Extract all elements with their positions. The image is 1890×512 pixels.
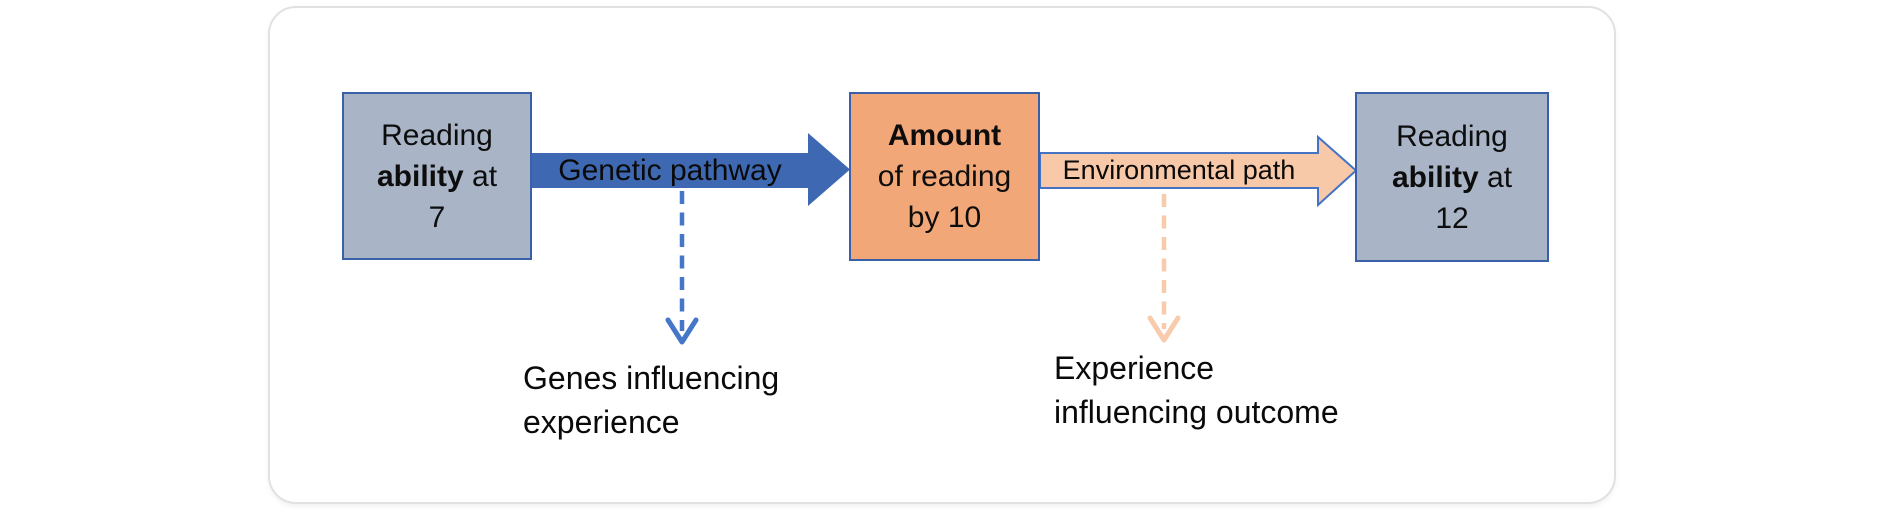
caption1-line2: experience bbox=[523, 404, 680, 440]
node3-line2-bold: ability bbox=[1391, 160, 1479, 194]
caption2-line2: influencing outcome bbox=[1054, 394, 1339, 430]
node-text: Reading ability at 7 bbox=[377, 115, 497, 238]
node3-line3: 12 bbox=[1435, 201, 1469, 235]
environmental-path-label: Environmental path bbox=[1062, 155, 1296, 185]
node3-line2-rest: at bbox=[1478, 160, 1513, 194]
node3-line1: Reading bbox=[1396, 119, 1508, 153]
node2-line1-bold: Amount bbox=[887, 119, 1002, 152]
node1-line2-rest: at bbox=[463, 159, 498, 193]
genetic-pathway-label: Genetic pathway bbox=[558, 153, 782, 187]
node-text: Reading ability at 12 bbox=[1392, 116, 1512, 239]
node-reading-ability-12: Reading ability at 12 bbox=[1355, 92, 1549, 262]
node-text: Amount of reading by 10 bbox=[878, 115, 1011, 238]
caption-genes-influencing-experience: Genes influencing experience bbox=[523, 356, 779, 444]
node2-line2: of reading bbox=[877, 160, 1012, 193]
node1-line3: 7 bbox=[428, 200, 446, 234]
node-amount-of-reading-10: Amount of reading by 10 bbox=[849, 92, 1040, 261]
caption2-line1: Experience bbox=[1054, 350, 1215, 386]
node1-line1: Reading bbox=[381, 118, 493, 152]
node2-line3: by 10 bbox=[907, 201, 982, 234]
caption1-line1: Genes influencing bbox=[523, 360, 780, 396]
node-reading-ability-7: Reading ability at 7 bbox=[342, 92, 532, 260]
caption-experience-influencing-outcome: Experience influencing outcome bbox=[1054, 346, 1339, 434]
node1-line2-bold: ability bbox=[376, 159, 464, 193]
